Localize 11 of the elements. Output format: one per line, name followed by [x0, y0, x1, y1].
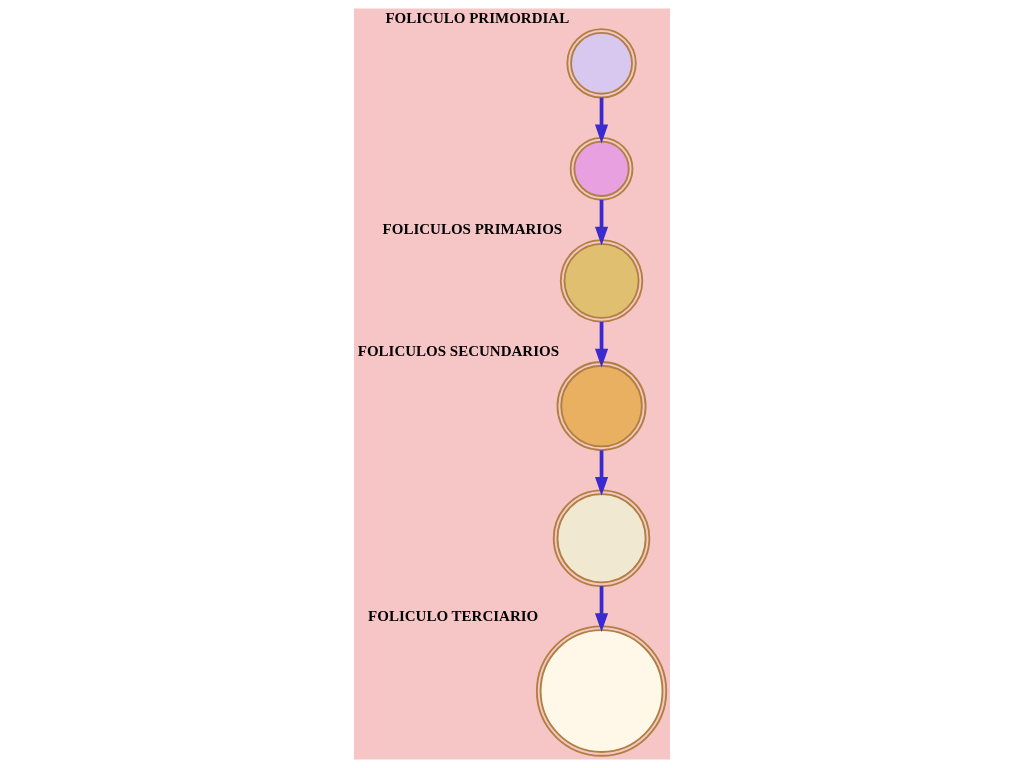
arrow [594, 97, 609, 144]
node-label: FOLICULOS SECUNDARIOS [357, 343, 560, 360]
arrow [594, 199, 609, 246]
arrow [594, 321, 609, 368]
node-label: FOLICULO PRIMORDIAL [385, 10, 570, 27]
node-picture [535, 625, 668, 757]
arrow [594, 450, 609, 496]
node-label: FOLICULO TERCIARIO [368, 607, 539, 624]
node-picture [569, 136, 634, 201]
node-label: FOLICULOS PRIMARIOS [382, 221, 563, 238]
arrow [594, 586, 609, 632]
